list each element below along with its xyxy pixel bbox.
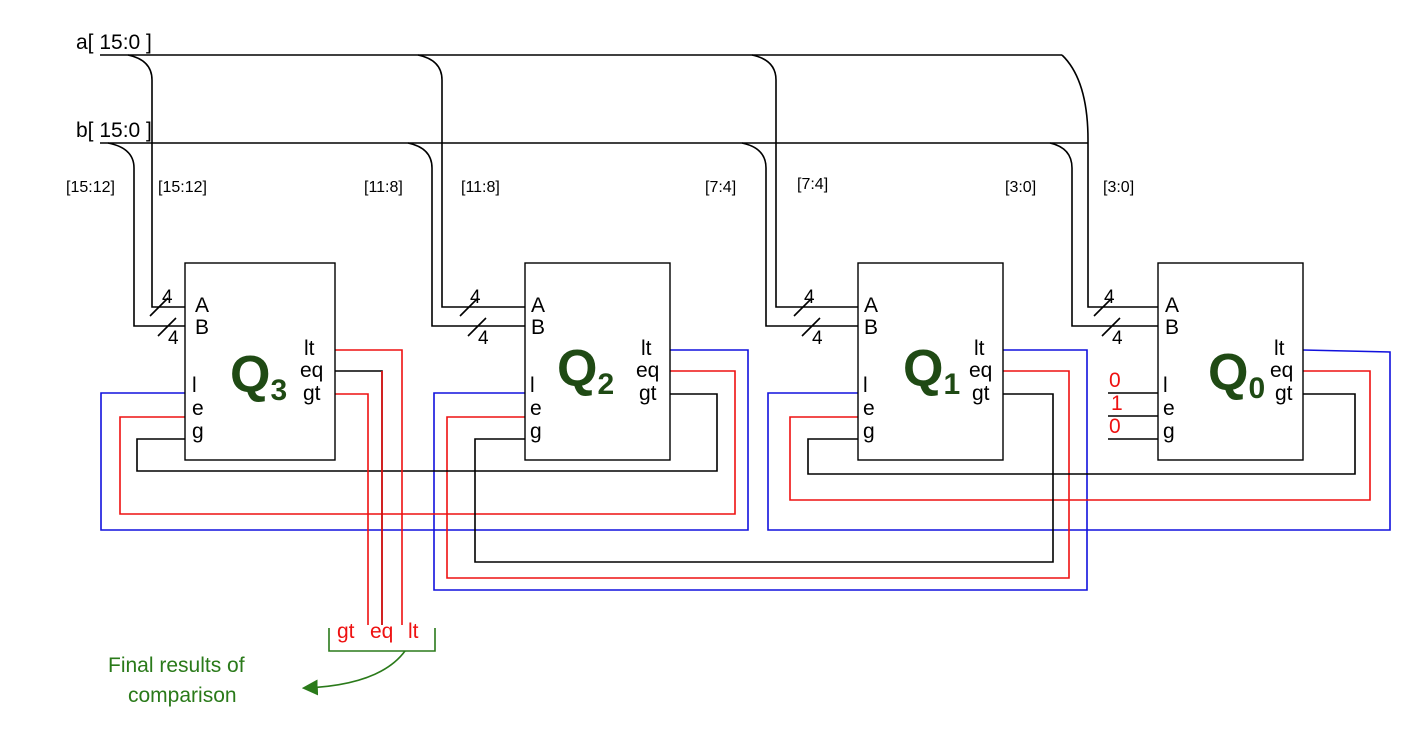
q3-pin-gt: gt xyxy=(303,382,321,405)
q2-pin-B: B xyxy=(531,316,545,339)
q2-pin-eq: eq xyxy=(636,359,659,382)
result-gt-label: gt xyxy=(337,620,355,643)
q0-pin-A: A xyxy=(1165,294,1179,317)
caption-line2: comparison xyxy=(128,684,237,707)
q1-pin-l: l xyxy=(863,374,868,397)
caption-line1: Final results of xyxy=(108,654,245,677)
q0-pin-lt: lt xyxy=(1274,337,1285,360)
q3-title: Q3 xyxy=(230,346,287,407)
q0-title: Q0 xyxy=(1208,344,1265,405)
eq-cascade-wires xyxy=(119,370,1371,579)
q0-const-e: 1 xyxy=(1111,392,1123,415)
q2-b-width: 4 xyxy=(478,328,489,349)
slice-label-q3-b: [15:12] xyxy=(66,179,115,196)
slice-label-q0-b: [3:0] xyxy=(1005,179,1036,196)
q2-pin-g: g xyxy=(530,420,542,443)
q1-pin-lt: lt xyxy=(974,337,985,360)
q0-constant-wires xyxy=(1108,392,1158,440)
bus-b-wire xyxy=(100,142,1158,327)
q3-pin-l: l xyxy=(192,374,197,397)
slice-label-q2-a: [11:8] xyxy=(461,179,500,196)
slice-label-q1-b: [7:4] xyxy=(705,179,736,196)
q0-const-g: 0 xyxy=(1109,415,1121,438)
q0-pin-l: l xyxy=(1163,374,1168,397)
q2-pin-gt: gt xyxy=(639,382,657,405)
comparator-q2-box xyxy=(524,262,671,461)
q3-pin-B: B xyxy=(195,316,209,339)
q0-a-width: 4 xyxy=(1104,287,1115,308)
q3-a-width: 4 xyxy=(162,287,173,308)
q1-b-width: 4 xyxy=(812,328,823,349)
result-eq-label: eq xyxy=(370,620,393,643)
comparator-q1: A B l e g lt eq gt 4 4 Q1 xyxy=(804,262,1004,461)
slice-label-q1-a: [7:4] xyxy=(797,176,828,193)
slice-label-q3-a: [15:12] xyxy=(158,179,207,196)
q1-pin-B: B xyxy=(864,316,878,339)
q2-a-width: 4 xyxy=(470,287,481,308)
q2-pin-l: l xyxy=(530,374,535,397)
q0-b-width: 4 xyxy=(1112,328,1123,349)
q2-pin-A: A xyxy=(531,294,545,317)
comparator-q0-box xyxy=(1157,262,1304,461)
lt-cascade-wires xyxy=(100,349,1391,591)
q3-pin-e: e xyxy=(192,397,204,420)
slice-label-q0-a: [3:0] xyxy=(1103,179,1134,196)
q1-pin-A: A xyxy=(864,294,878,317)
bus-a-wire xyxy=(100,54,1158,308)
slice-label-q2-b: [11:8] xyxy=(364,179,403,196)
q3-pin-g: g xyxy=(192,420,204,443)
bus-b-label: b[ 15:0 ] xyxy=(76,119,152,142)
q0-pin-B: B xyxy=(1165,316,1179,339)
q3-output-wires xyxy=(335,349,403,625)
q3-pin-lt: lt xyxy=(304,337,315,360)
q1-pin-g: g xyxy=(863,420,875,443)
q2-pin-lt: lt xyxy=(641,337,652,360)
q3-pin-eq: eq xyxy=(300,359,323,382)
bus-a-label: a[ 15:0 ] xyxy=(76,31,152,54)
comparator-q3: A B l e g lt eq gt 4 4 Q3 xyxy=(162,262,336,461)
bus-width-slashes xyxy=(149,297,1121,337)
q0-pin-e: e xyxy=(1163,397,1175,420)
comparator-q0: A B l e g lt eq gt 4 4 Q0 xyxy=(1104,262,1304,461)
q2-title: Q2 xyxy=(557,340,614,401)
q0-pin-eq: eq xyxy=(1270,359,1293,382)
q3-b-width: 4 xyxy=(168,328,179,349)
comparator-q1-box xyxy=(857,262,1004,461)
q1-title: Q1 xyxy=(903,340,960,401)
q0-pin-gt: gt xyxy=(1275,382,1293,405)
comparator-q2: A B l e g lt eq gt 4 4 Q2 xyxy=(470,262,671,461)
result-lt-label: lt xyxy=(408,620,419,643)
comparator-q3-box xyxy=(184,262,336,461)
q3-pin-A: A xyxy=(195,294,209,317)
q2-pin-e: e xyxy=(530,397,542,420)
q1-a-width: 4 xyxy=(804,287,815,308)
q1-pin-gt: gt xyxy=(972,382,990,405)
q1-pin-e: e xyxy=(863,397,875,420)
q0-pin-g: g xyxy=(1163,420,1175,443)
q0-const-l: 0 xyxy=(1109,369,1121,392)
result-bracket xyxy=(301,628,436,696)
gt-cascade-wires xyxy=(136,393,1356,563)
q1-pin-eq: eq xyxy=(969,359,992,382)
